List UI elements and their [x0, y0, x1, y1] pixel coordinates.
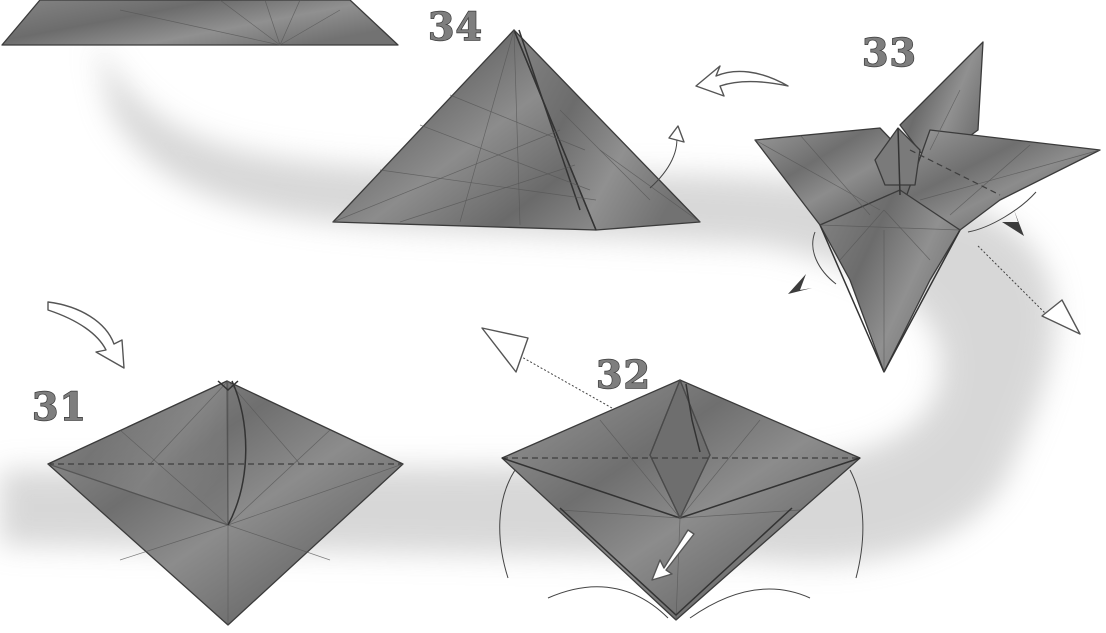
step-33-push-arrow-left	[788, 274, 812, 294]
step-32-model	[502, 380, 860, 620]
step-32-turn-direction-arrowhead	[482, 328, 528, 372]
step-32-number: 32	[596, 352, 651, 397]
turn-over-arrow-33-to-34	[696, 66, 788, 96]
previous-step-fragment	[2, 0, 398, 45]
step-32-bottom-right-arrow	[690, 589, 810, 618]
step-34-fold-arrowhead	[669, 126, 684, 142]
step-31-model	[48, 381, 403, 625]
step-33-number: 33	[862, 30, 917, 75]
arrow-to-step-31	[48, 302, 124, 368]
step-34-model	[333, 30, 700, 230]
step-31-number: 31	[32, 384, 87, 429]
step-34-number: 34	[428, 4, 483, 49]
